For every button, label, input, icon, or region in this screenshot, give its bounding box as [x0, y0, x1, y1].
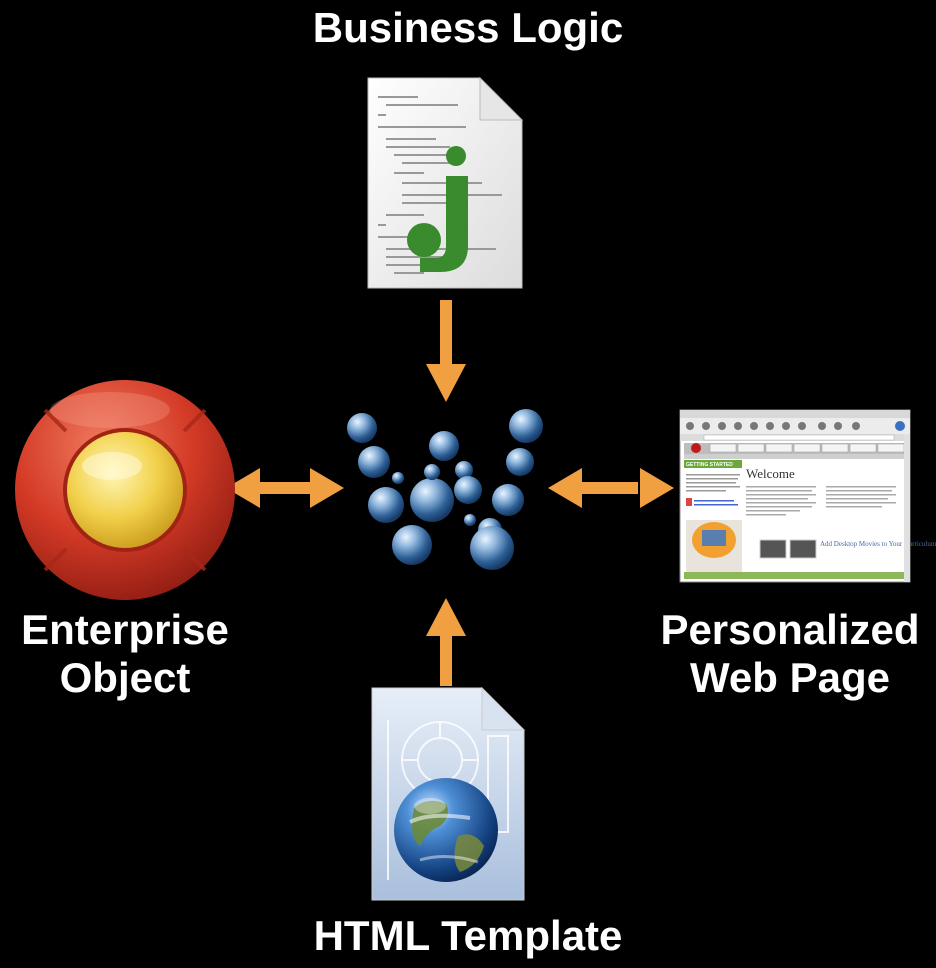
arrow-up-from-html-template [426, 598, 466, 686]
web-page-welcome-heading: Welcome [746, 466, 795, 481]
arrow-down-from-business-logic [426, 300, 466, 402]
html-template-label: HTML Template [313, 912, 623, 959]
enterprise-object-icon [15, 380, 235, 600]
arrow-bidirectional-left [226, 468, 344, 508]
java-source-document-icon [367, 76, 524, 289]
web-page-screenshot-icon: GETTING STARTED Welcome Add Desktop Mo [679, 409, 936, 583]
personalized-web-page-label: Personalized Web Page [660, 606, 920, 701]
webobjects-logo-icon [347, 409, 543, 570]
business-logic-label: Business Logic [312, 4, 624, 51]
web-page-promo-heading: Add Desktop Movies to Your Curriculum [820, 540, 936, 548]
arrow-bidirectional-right [548, 468, 674, 508]
html-template-document-icon [371, 686, 526, 901]
enterprise-object-label: Enterprise Object [21, 606, 229, 701]
web-page-banner: GETTING STARTED [686, 462, 733, 468]
